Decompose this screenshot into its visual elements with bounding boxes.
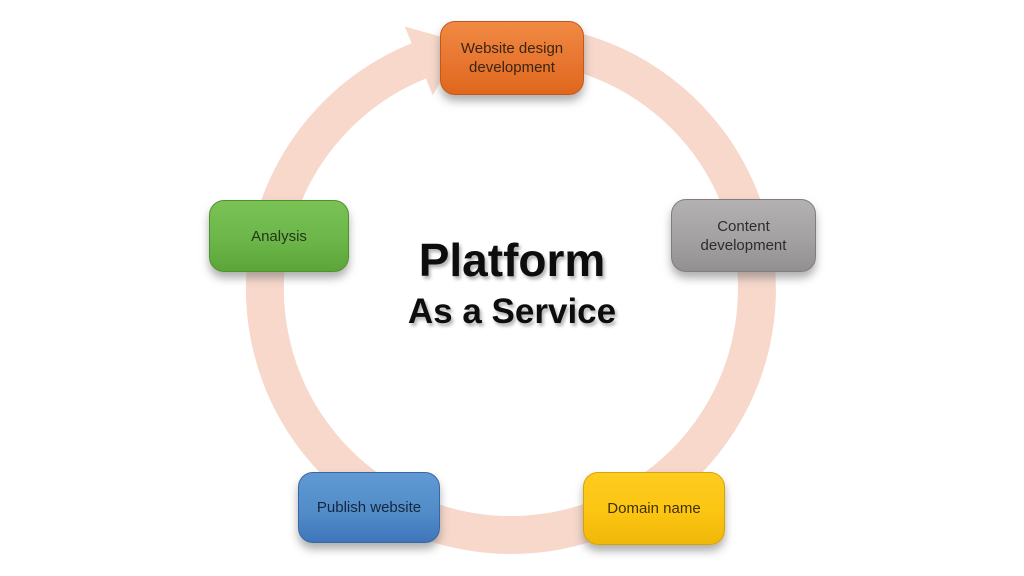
node-website-design-development: Website design development: [440, 21, 584, 95]
node-label: Analysis: [251, 227, 307, 245]
node-publish-website: Publish website: [298, 472, 440, 543]
node-label: Domain name: [607, 500, 701, 517]
node-domain-name: Domain name: [583, 472, 725, 545]
node-label: Publish website: [316, 499, 422, 516]
title-line-2: As a Service: [407, 292, 617, 331]
title-line-1: Platform: [418, 234, 606, 286]
node-content-development: Content development: [671, 199, 816, 272]
node-analysis: Analysis: [209, 200, 349, 272]
node-label: Content development: [700, 217, 787, 254]
node-label: Website design development: [460, 40, 564, 76]
page-title: Platform As a Service: [0, 234, 1024, 332]
